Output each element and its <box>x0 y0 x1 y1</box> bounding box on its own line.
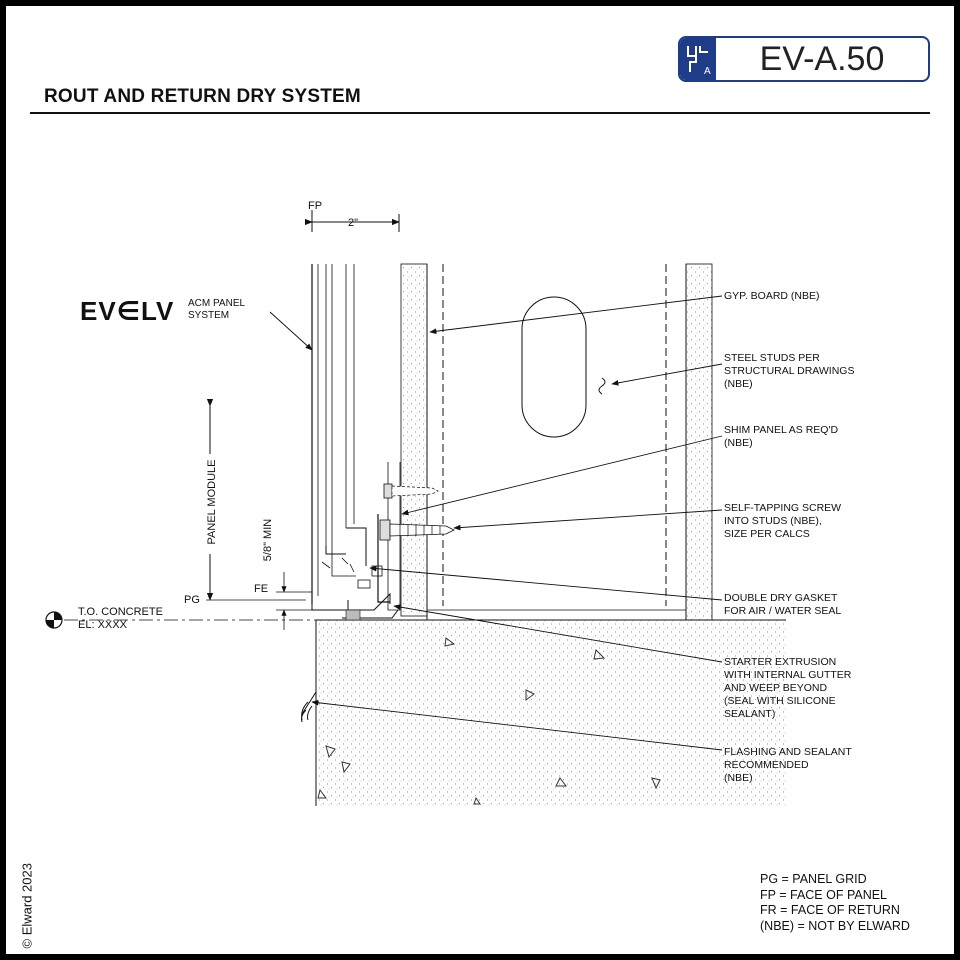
self-tapping-screw <box>379 483 455 541</box>
concrete-datum <box>45 611 316 629</box>
section-detail-drawing <box>45 210 786 806</box>
fe-label: FE <box>254 583 269 595</box>
sheet-number: EV-A.50 <box>759 40 885 78</box>
concrete-slab <box>315 619 786 806</box>
min-dimension-label: 5/8" MIN <box>262 518 274 562</box>
pg-label: PG <box>184 594 200 606</box>
page-title: ROUT AND RETURN DRY SYSTEM <box>44 86 361 107</box>
width-label: 2" <box>348 217 359 229</box>
callout-gasket: DOUBLE DRY GASKET FOR AIR / WATER SEAL <box>724 592 842 617</box>
copyright-notice: © Elward 2023 <box>19 863 35 949</box>
abbreviation-legend: PG = PANEL GRID FP = FACE OF PANEL FR = … <box>760 872 910 933</box>
callout-gyp-board: GYP. BOARD (NBE) <box>724 290 820 302</box>
acm-panel <box>311 264 383 611</box>
sheet-number-badge: A EV-A.50 <box>678 36 930 82</box>
callout-leaders <box>269 295 723 751</box>
steel-stud <box>426 264 712 621</box>
title-underline <box>30 112 930 114</box>
flashing <box>301 620 317 723</box>
panel-module-label: PANEL MODULE <box>206 459 218 545</box>
elward-logo-icon: A <box>680 38 716 80</box>
elevation-label: T.O. CONCRETE EL: XXXX <box>78 606 163 631</box>
callout-flashing: FLASHING AND SEALANT RECOMMENDED (NBE) <box>724 746 852 784</box>
evolv-brand-logo: EV∈LV <box>80 296 175 326</box>
drawing-sheet: A EV-A.50 ROUT AND RETURN DRY SYSTEM EV∈… <box>6 6 954 954</box>
brand-subtitle: ACM PANEL SYSTEM <box>188 298 246 321</box>
dimension-2in <box>304 210 400 232</box>
svg-text:A: A <box>704 66 711 77</box>
callout-starter-extrusion: STARTER EXTRUSION WITH INTERNAL GUTTER A… <box>724 656 852 720</box>
callout-shim-panel: SHIM PANEL AS REQ'D (NBE) <box>724 424 839 449</box>
fp-label: FP <box>308 200 323 212</box>
callout-screw: SELF-TAPPING SCREW INTO STUDS (NBE), SIZ… <box>724 502 842 540</box>
callout-steel-studs: STEEL STUDS PER STRUCTURAL DRAWINGS (NBE… <box>724 352 855 390</box>
gyp-board-left <box>400 263 428 617</box>
